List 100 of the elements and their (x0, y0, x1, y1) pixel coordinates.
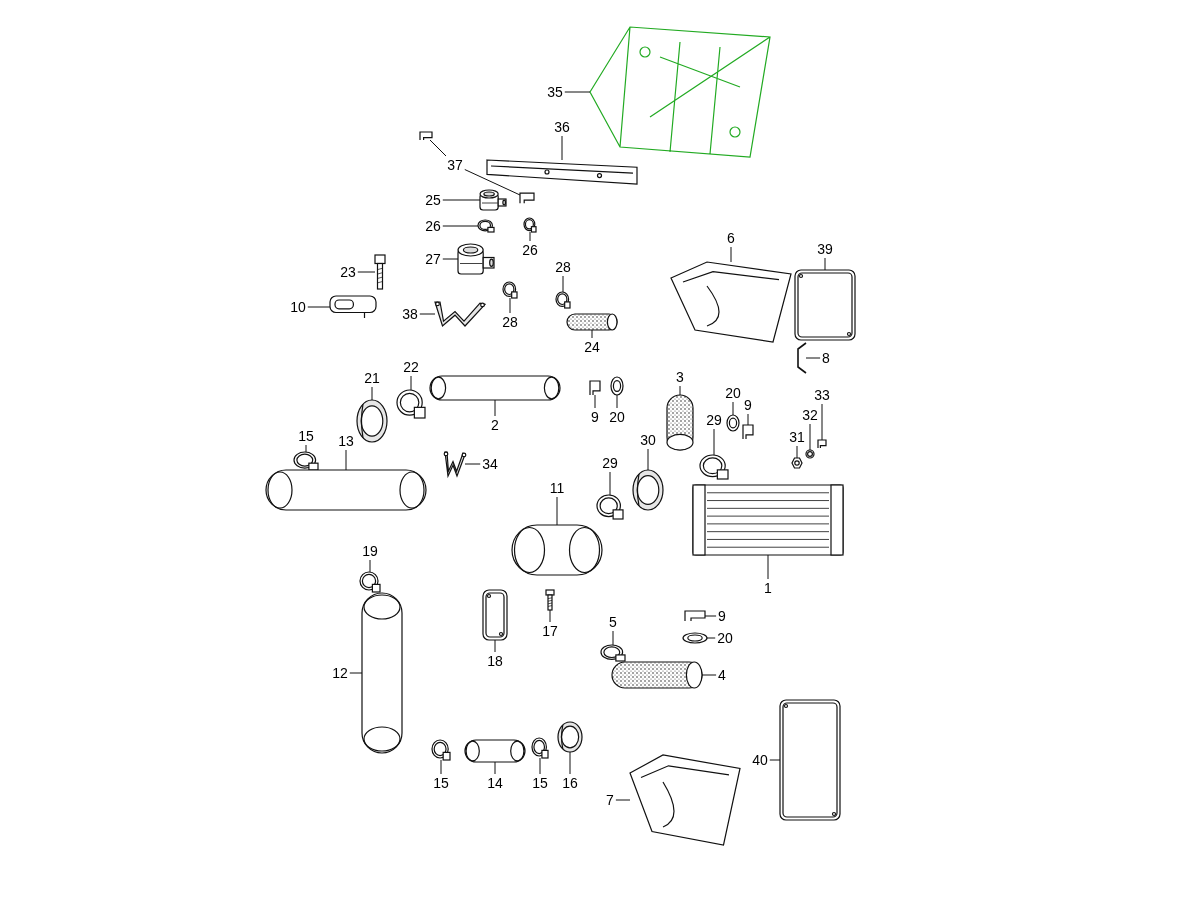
leader-line (767, 554, 769, 580)
hose-clamp-drawing (359, 571, 381, 593)
callout-number: 28 (502, 314, 518, 330)
leader-line (713, 428, 715, 456)
leader-line (615, 799, 631, 801)
callout-number: 2 (491, 417, 499, 433)
leader-line (442, 258, 459, 260)
callout-number: 20 (609, 409, 625, 425)
hose-clamp-drawing (523, 217, 537, 233)
leader-line (732, 401, 734, 416)
leader-line (509, 297, 511, 314)
leader-line (556, 496, 558, 526)
callout-number: 38 (402, 306, 418, 322)
clip-drawing (419, 131, 433, 141)
leader-line (305, 444, 307, 453)
sealing-ring-drawing (682, 632, 708, 644)
leader-line (821, 403, 823, 441)
callout-number: 26 (425, 218, 441, 234)
callout-number: 29 (706, 412, 722, 428)
sensor-drawing (329, 295, 377, 319)
callout-number: 18 (487, 653, 503, 669)
hose-clamp-drawing (396, 389, 426, 419)
callout-number: 9 (744, 397, 752, 413)
leader-line (529, 231, 531, 242)
hose-drawing (566, 313, 618, 331)
callout-number: 9 (718, 608, 726, 624)
bracket-drawing (434, 301, 487, 328)
leader-line (561, 135, 563, 161)
callout-number: 20 (725, 385, 741, 401)
leader-line (747, 413, 749, 426)
clip-drawing (589, 380, 601, 396)
leader-line (440, 759, 442, 775)
leader-line (562, 275, 564, 293)
bracket-drawing (486, 159, 638, 185)
callout-number: 36 (554, 119, 570, 135)
hose-clamp-drawing (596, 494, 624, 520)
hose-clamp-drawing (600, 644, 626, 662)
leader-line (539, 757, 541, 775)
callout-number: 5 (609, 614, 617, 630)
callout-number: 19 (362, 543, 378, 559)
callout-number: 7 (606, 792, 614, 808)
callout-number: 39 (817, 241, 833, 257)
leader-line (464, 169, 521, 196)
leader-line (679, 385, 681, 396)
callout-number: 4 (718, 667, 726, 683)
callout-number: 8 (822, 350, 830, 366)
bracket-drawing (443, 451, 467, 479)
callout-number: 28 (555, 259, 571, 275)
leader-line (494, 399, 496, 417)
callout-number: 11 (549, 480, 565, 496)
gasket-drawing (482, 589, 508, 641)
leader-line (796, 445, 798, 459)
callout-number: 15 (298, 428, 314, 444)
callout-number: 14 (487, 775, 503, 791)
callout-number: 24 (584, 339, 600, 355)
coupling-drawing (356, 399, 388, 443)
leader-line (612, 630, 614, 646)
leader-line (701, 674, 717, 676)
callout-number: 10 (290, 299, 306, 315)
callout-number: 16 (562, 775, 578, 791)
callout-number: 26 (522, 242, 538, 258)
callout-number: 25 (425, 192, 441, 208)
callout-number: 3 (676, 369, 684, 385)
sealing-ring-drawing (610, 376, 624, 396)
frame-drawing (589, 26, 771, 158)
clip-drawing (742, 424, 754, 440)
pipe-drawing (511, 524, 603, 576)
nut-drawing (791, 457, 803, 469)
leader-line (609, 471, 611, 496)
leader-line (769, 759, 781, 761)
leader-line (349, 672, 363, 674)
leader-line (730, 246, 732, 263)
clip-drawing (817, 439, 827, 449)
leader-line (569, 751, 571, 775)
callout-number: 9 (591, 409, 599, 425)
air-duct-drawing (670, 261, 792, 343)
callout-number: 12 (332, 665, 348, 681)
leader-line (616, 394, 618, 409)
hose-drawing (611, 661, 703, 689)
gasket-drawing (794, 269, 856, 341)
fitting-drawing (479, 189, 507, 211)
hose-clamp-drawing (531, 737, 549, 759)
pipe-drawing (429, 375, 561, 401)
callout-number: 30 (640, 432, 656, 448)
callout-number: 35 (547, 84, 563, 100)
leader-line (647, 448, 649, 471)
leader-line (824, 257, 826, 271)
hose-clamp-drawing (699, 454, 729, 480)
bolt-drawing (374, 254, 386, 290)
hose-drawing (666, 394, 694, 451)
intercooler-drawing (692, 484, 844, 556)
leader-line (419, 313, 436, 315)
leader-line (410, 375, 412, 391)
leader-line (494, 761, 496, 775)
callout-number: 32 (802, 407, 818, 423)
callout-number: 21 (364, 370, 380, 386)
sealing-ring-drawing (726, 414, 740, 432)
callout-number: 6 (727, 230, 735, 246)
leader-line (704, 615, 717, 617)
callout-number: 29 (602, 455, 618, 471)
